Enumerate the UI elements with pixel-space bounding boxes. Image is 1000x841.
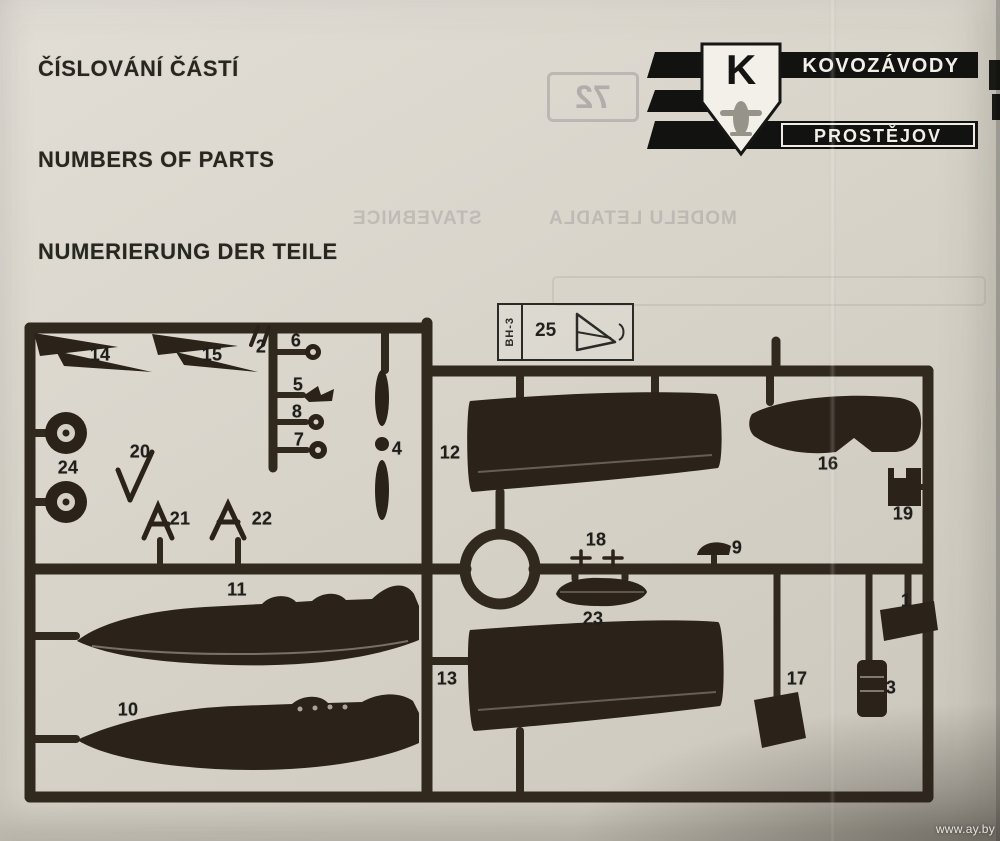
paper-crease <box>829 0 836 841</box>
part-number: 12 <box>439 442 461 463</box>
part-number: 19 <box>892 503 914 524</box>
part-number: 22 <box>251 508 273 529</box>
part-shape-12-wing <box>467 392 722 492</box>
heading-german: NUMERIERUNG DER TEILE <box>38 239 338 264</box>
part-number: 7 <box>293 429 305 450</box>
part-25-inset-box: BH-3 25 <box>497 303 634 361</box>
part-number: 23 <box>582 608 604 629</box>
page-edge-shadow <box>996 0 1000 841</box>
part-number: 18 <box>585 529 607 550</box>
part-number: 25 <box>535 320 557 341</box>
showthrough-text-right: MODELU LETADLA <box>548 208 737 229</box>
part-shape-25-windscreen <box>575 312 625 352</box>
part-number: 2 <box>255 336 267 357</box>
page-edge-mark <box>989 60 1000 90</box>
part-shape-5 <box>303 386 334 402</box>
showthrough-scale-box: 72 <box>547 72 639 122</box>
part-number: 20 <box>129 441 151 462</box>
part-number: 15 <box>201 344 223 365</box>
part-number: 16 <box>817 453 839 474</box>
part-shape-4-propeller <box>375 370 389 520</box>
heading-czech: ČÍSLOVÁNÍ ČÁSTÍ <box>38 56 239 81</box>
part-shape-18 <box>570 549 624 567</box>
brand-bottom-frame <box>781 123 975 147</box>
part-shape-11-fuselage <box>77 585 419 666</box>
part-shape-7 <box>309 441 327 459</box>
part-shape-6 <box>305 344 321 360</box>
inset-code-tab: BH-3 <box>499 305 523 359</box>
corner-shadow <box>570 701 1000 841</box>
part-number: 8 <box>291 401 303 422</box>
part-number: 17 <box>786 668 808 689</box>
part-shape-19 <box>888 468 928 506</box>
page-edge-mark <box>992 94 1000 120</box>
watermark: www.ay.by <box>935 822 995 836</box>
part-number: 10 <box>117 699 139 720</box>
part-number: 13 <box>436 668 458 689</box>
sprue-code: BH-3 <box>504 317 516 347</box>
showthrough-text-left: STAVEBNICE <box>352 208 482 229</box>
part-number: 11 <box>227 579 247 600</box>
brand-name-bottom: PROSTĚJOV <box>814 125 942 146</box>
part-shape-23 <box>556 577 647 607</box>
emblem-letter: K <box>726 46 756 93</box>
part-number: 24 <box>57 457 79 478</box>
part-shape-21 <box>141 499 175 541</box>
showthrough-outline <box>552 276 986 306</box>
part-shape-8 <box>308 414 324 430</box>
brand-name-top: KOVOZÁVODY <box>802 54 959 77</box>
part-shape-9 <box>697 542 731 555</box>
part-number: 6 <box>290 330 302 351</box>
part-number: 1 <box>900 590 912 611</box>
part-shape-22 <box>209 498 247 541</box>
part-number: 5 <box>292 374 304 395</box>
part-number: 3 <box>885 677 897 698</box>
heading-english: NUMBERS OF PARTS <box>38 147 275 172</box>
aircraft-silhouette-icon <box>720 101 762 136</box>
part-number: 14 <box>89 344 111 365</box>
brand-logo: KOVOZÁVODY PROSTĚJOV K <box>647 42 978 157</box>
part-number: 9 <box>731 537 743 558</box>
part-number: 4 <box>391 438 403 459</box>
part-number: 21 <box>169 508 191 529</box>
shield-emblem <box>700 42 782 157</box>
